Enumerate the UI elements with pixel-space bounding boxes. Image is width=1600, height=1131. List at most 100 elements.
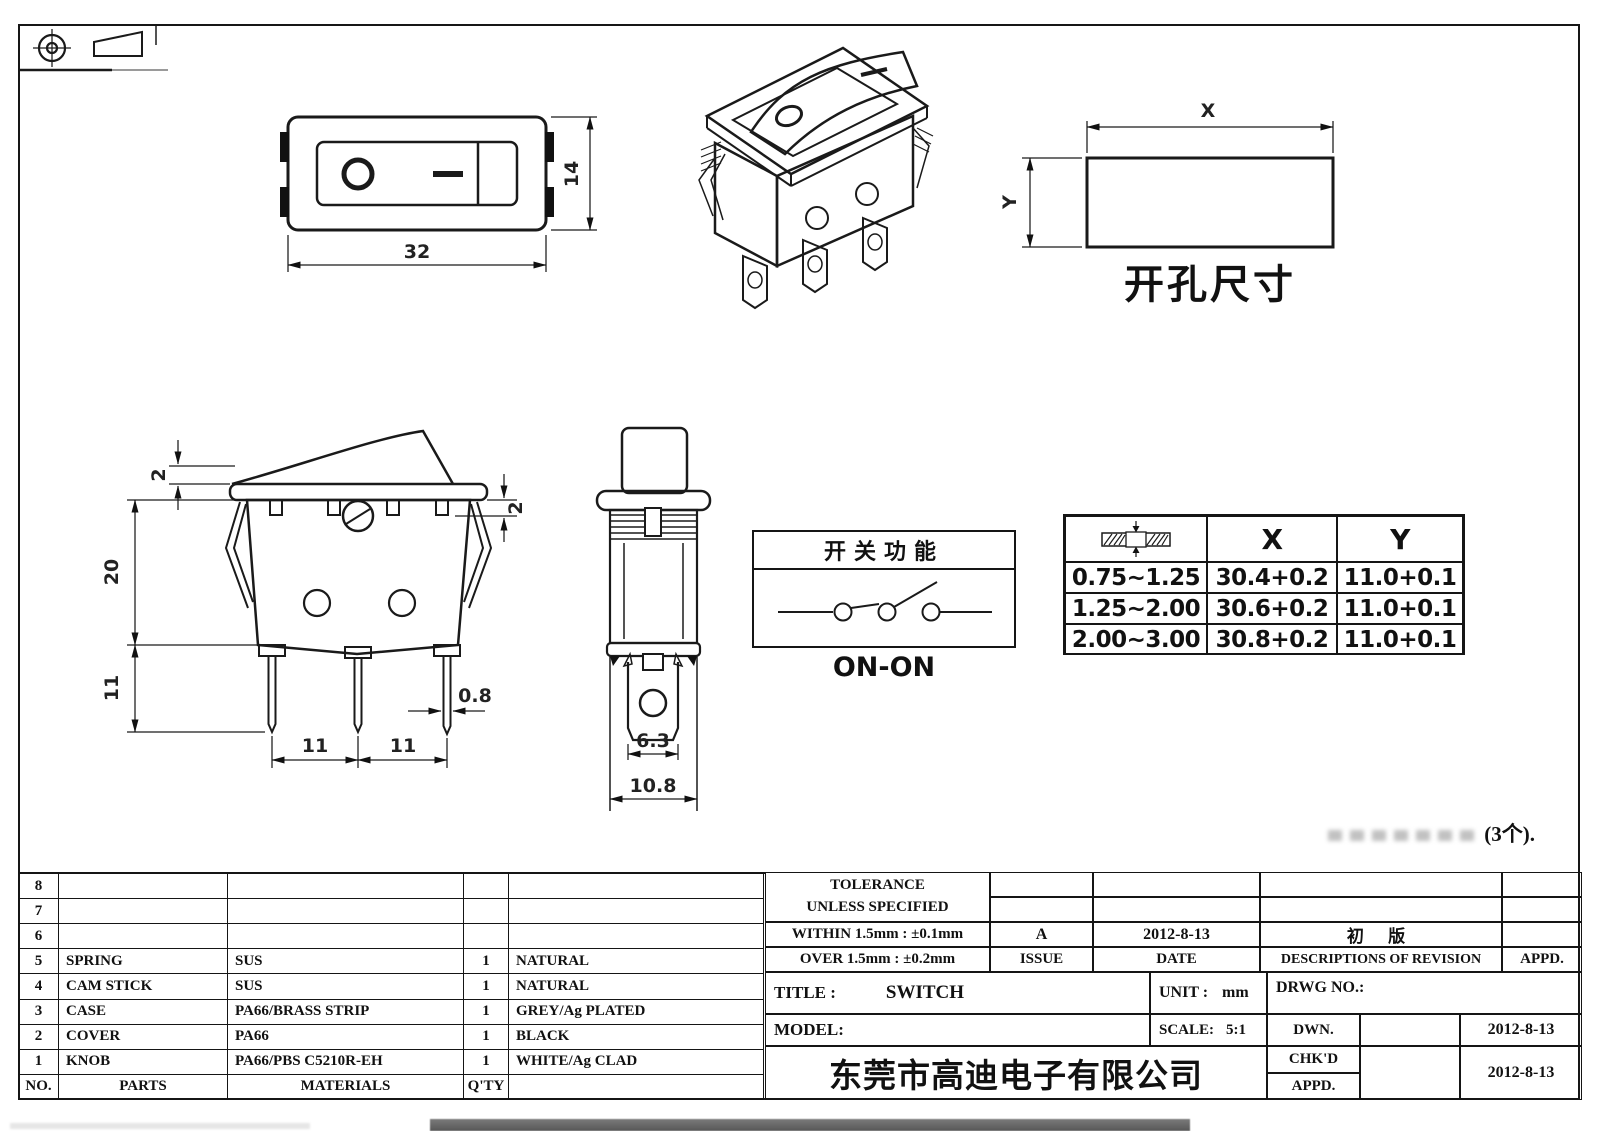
panel-thickness-symbol-cell (1065, 516, 1207, 562)
dim-y-label: Y (1000, 195, 1021, 210)
side-view-drawing: 2 20 11 2 0.8 (101, 429, 527, 768)
dimension-63: 6.3 (627, 730, 679, 760)
dim-plate-label: 2 (148, 468, 170, 481)
parts-row-no: 1 (19, 1049, 59, 1075)
company-name-cell: 东莞市高迪电子有限公司 (765, 1046, 1267, 1100)
parts-row-no: 3 (19, 999, 59, 1025)
panel-table-cell: 1.25~2.00 (1065, 593, 1207, 624)
rocker-side (228, 429, 489, 533)
end-view-drawing: 6.3 10.8 (595, 426, 712, 811)
panel-table-header-x: X (1207, 516, 1337, 562)
chkd-signature-cell (1360, 1046, 1460, 1100)
tolerance-header-cell: TOLERANCE UNLESS SPECIFIED (765, 872, 990, 922)
title-block: TOLERANCE UNLESS SPECIFIED WITHIN 1.5mm … (765, 872, 1582, 1100)
parts-row-color (509, 924, 764, 950)
parts-row-color: GREY/Ag PLATED (509, 999, 764, 1025)
dim-x-label: X (1201, 100, 1216, 122)
parts-row-qty (464, 924, 509, 950)
scan-artifact-bar (430, 1119, 1190, 1131)
scale-label: SCALE: (1159, 1021, 1215, 1038)
parts-row-no: 4 (19, 974, 59, 1000)
parts-row-qty: 1 (464, 1024, 509, 1050)
function-mode-label: ON-ON (832, 652, 936, 683)
dim-housing-label: 10.8 (630, 775, 677, 797)
parts-row-material: SUS (228, 974, 464, 1000)
panel-table-cell: 0.75~1.25 (1065, 562, 1207, 593)
dim-body-label: 20 (101, 559, 123, 585)
circle-crosshair-icon (33, 29, 71, 67)
parts-row-color (509, 899, 764, 925)
body-side (224, 498, 493, 656)
parts-footer-color (509, 1074, 764, 1100)
terminal-end (622, 651, 684, 742)
dimension-08: 0.8 (408, 685, 492, 715)
cone-view-icon (93, 30, 143, 57)
title-label: TITLE : (774, 983, 836, 1002)
parts-footer-qty: Q'TY (464, 1074, 509, 1100)
dim-pin-length-label: 11 (101, 675, 123, 701)
tolerance-within-cell: WITHIN 1.5mm : ±0.1mm (765, 922, 990, 947)
terminals-3d (742, 216, 888, 310)
parts-row-material: PA66/BRASS STRIP (228, 999, 464, 1025)
parts-row-color: NATURAL (509, 974, 764, 1000)
parts-row-part: COVER (59, 1024, 228, 1050)
title-value: SWITCH (885, 982, 965, 1003)
parts-table: 8 7 6 5 SPRING SUS 1 NATURAL 4 CAM STICK… (18, 872, 765, 1100)
dwn-label-cell: DWN. (1267, 1014, 1360, 1046)
revision-description-cell: 初 版 (1260, 922, 1502, 947)
parts-row-qty (464, 874, 509, 900)
panel-table-cell: 11.0+0.1 (1337, 593, 1463, 624)
appd2-label-cell: APPD. (1267, 1073, 1360, 1100)
empty-cell (990, 897, 1093, 922)
frame-plate-3d (704, 46, 930, 187)
panel-table-cell: 30.6+0.2 (1207, 593, 1337, 624)
empty-cell (1093, 897, 1260, 922)
body-3d (698, 114, 934, 269)
tolerance-line2: UNLESS SPECIFIED (806, 899, 949, 915)
illegible-note-smudge (1328, 830, 1479, 841)
parts-row-no: 5 (19, 949, 59, 975)
issue-date-cell: 2012-8-13 (1093, 922, 1260, 947)
note-text: (3个). (1484, 822, 1535, 846)
issue-label-cell: ISSUE (990, 947, 1093, 972)
parts-row-qty: 1 (464, 999, 509, 1025)
panel-table-cell: 2.00~3.00 (1065, 624, 1207, 655)
cutout-caption: 开孔尺寸 (1124, 263, 1296, 307)
parts-row-part: SPRING (59, 949, 228, 975)
knob-end (595, 426, 712, 512)
unit-label: UNIT : (1159, 984, 1209, 1001)
dim-terminal-label: 6.3 (636, 730, 670, 752)
dimension-2-left: 2 (148, 440, 235, 510)
parts-row-part: KNOB (59, 1049, 228, 1075)
cutout-view-drawing: X Y (1000, 100, 1335, 249)
parts-footer-no: NO. (19, 1074, 59, 1100)
panel-thickness-icon (1101, 521, 1171, 557)
empty-cell (1260, 872, 1502, 897)
appd-label-cell: APPD. (1502, 947, 1582, 972)
parts-row-part (59, 874, 228, 900)
parts-row-material (228, 899, 464, 925)
parts-row-part: CASE (59, 999, 228, 1025)
dimension-x: X (1086, 100, 1334, 153)
spring-hatch (700, 127, 934, 172)
parts-row-material: PA66/PBS C5210R-EH (228, 1049, 464, 1075)
parts-row-material (228, 874, 464, 900)
function-box-header: 开关功能 (754, 532, 1014, 570)
perspective-view-drawing (698, 46, 934, 310)
spdt-circuit-symbol (778, 581, 992, 622)
scale-cell: SCALE: 5:1 (1150, 1014, 1267, 1046)
parts-row-qty: 1 (464, 1049, 509, 1075)
parts-row-material: PA66 (228, 1024, 464, 1050)
parts-row-color (509, 874, 764, 900)
empty-cell (1502, 922, 1582, 947)
dimension-14: 14 (551, 116, 597, 231)
drwg-no-cell: DRWG NO.: (1267, 972, 1582, 1014)
panel-table-cell: 11.0+0.1 (1337, 562, 1463, 593)
tolerance-over-cell: OVER 1.5mm : ±0.2mm (765, 947, 990, 972)
parts-row-part: CAM STICK (59, 974, 228, 1000)
parts-footer-materials: MATERIALS (228, 1074, 464, 1100)
revision-label-cell: DESCRIPTIONS OF REVISION (1260, 947, 1502, 972)
switch-front-outline (280, 115, 554, 232)
parts-row-no: 7 (19, 899, 59, 925)
